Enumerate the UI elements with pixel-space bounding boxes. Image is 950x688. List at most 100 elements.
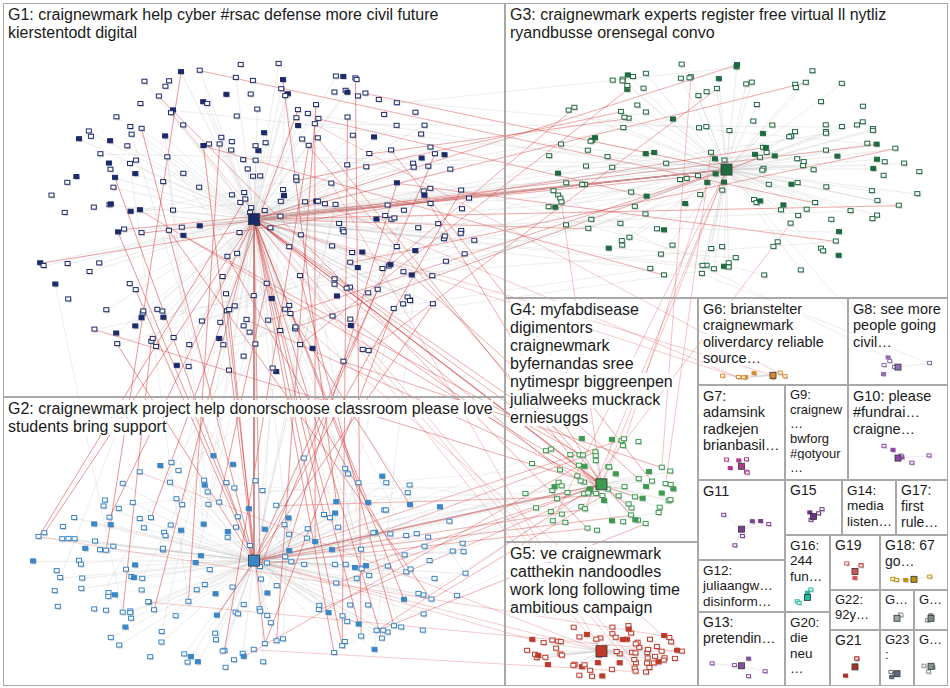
- vertex-marker: [408, 567, 413, 571]
- vertex-marker: [870, 128, 875, 132]
- edge-line: [561, 651, 602, 654]
- edge-line: [532, 640, 601, 651]
- vertex-marker: [422, 544, 427, 548]
- vertex-marker: [795, 157, 800, 161]
- vertex-marker: [621, 126, 626, 130]
- intergroup-edge: [142, 170, 727, 234]
- vertex-marker: [696, 174, 701, 178]
- vertex-marker: [225, 254, 230, 258]
- edge-line: [130, 219, 254, 284]
- vertex-marker: [137, 470, 142, 474]
- vertex-marker: [881, 173, 886, 177]
- edge-line: [197, 561, 254, 591]
- vertex-marker: [697, 126, 702, 130]
- vertex-marker: [133, 563, 138, 567]
- edge-line: [74, 518, 254, 561]
- vertex-marker: [334, 500, 339, 504]
- vertex-marker: [54, 569, 59, 573]
- edge-line: [727, 170, 851, 212]
- edge-line: [602, 651, 647, 672]
- vertex-marker: [66, 536, 71, 540]
- vertex-marker: [407, 483, 412, 487]
- vertex-marker: [644, 194, 649, 198]
- vertex-marker: [235, 515, 240, 519]
- vertex-marker: [274, 584, 279, 588]
- vertex-marker: [300, 137, 305, 141]
- vertex-marker: [198, 554, 203, 558]
- vertex-marker: [53, 282, 58, 286]
- vertex-marker: [92, 607, 97, 611]
- vertex-marker: [408, 299, 413, 303]
- intergroup-edge: [379, 100, 877, 145]
- vertex-marker: [104, 608, 109, 612]
- vertex-marker: [114, 331, 119, 335]
- vertex-marker: [141, 309, 146, 313]
- vertex-marker: [294, 175, 299, 179]
- vertex-marker: [106, 594, 111, 598]
- vertex-marker: [458, 231, 463, 235]
- hub-vertex: [249, 555, 260, 566]
- intergroup-edge: [254, 154, 435, 560]
- vertex-marker: [443, 259, 448, 263]
- edge-line: [131, 561, 254, 619]
- vertex-marker: [902, 161, 907, 165]
- vertex-marker: [687, 76, 692, 80]
- vertex-marker: [329, 181, 334, 185]
- vertex-marker: [413, 110, 418, 114]
- intergroup-edge: [254, 219, 255, 560]
- vertex-marker: [258, 609, 263, 613]
- edge-layer: [33, 64, 933, 678]
- vertex-marker: [696, 94, 701, 98]
- edge-line: [727, 170, 872, 192]
- vertex-marker: [450, 549, 455, 553]
- vertex-marker: [551, 189, 556, 193]
- intergroup-edge: [254, 170, 727, 220]
- vertex-marker: [127, 282, 132, 286]
- vertex-marker: [585, 148, 590, 152]
- vertex-marker: [833, 239, 838, 243]
- vertex-marker: [206, 502, 211, 506]
- vertex-marker: [128, 161, 133, 165]
- vertex-marker: [86, 129, 91, 133]
- intergroup-edge: [335, 242, 836, 280]
- vertex-marker: [810, 69, 815, 73]
- vertex-marker: [152, 608, 157, 612]
- vertex-marker: [117, 643, 122, 647]
- vertex-marker: [179, 225, 184, 229]
- vertex-marker: [221, 343, 226, 347]
- vertex-marker: [359, 547, 364, 551]
- intergroup-edge: [131, 170, 727, 212]
- vertex-marker: [217, 142, 222, 146]
- vertex-marker: [619, 239, 624, 243]
- vertex-marker: [332, 90, 337, 94]
- intergroup-edge: [182, 219, 254, 505]
- vertex-marker: [333, 74, 338, 78]
- vertex-marker: [622, 115, 627, 119]
- vertex-marker: [763, 145, 768, 149]
- intergroup-edge: [254, 219, 714, 269]
- vertex-marker: [566, 108, 571, 112]
- vertex-marker: [392, 624, 397, 628]
- edge-line: [602, 472, 649, 484]
- vertex-marker: [787, 135, 792, 139]
- vertex-marker: [262, 208, 267, 212]
- vertex-marker: [310, 346, 315, 350]
- intergroup-edge: [142, 321, 268, 579]
- vertex-marker: [429, 597, 434, 601]
- vertex-marker: [332, 562, 337, 566]
- vertex-marker: [78, 562, 83, 566]
- vertex-marker: [713, 157, 718, 161]
- vertex-marker: [416, 226, 421, 230]
- vertex-marker: [366, 348, 371, 352]
- vertex-marker: [133, 172, 138, 176]
- vertex-marker: [670, 243, 675, 247]
- vertex-marker: [760, 168, 765, 172]
- vertex-marker: [629, 190, 634, 194]
- intergroup-edge: [254, 219, 338, 528]
- vertex-marker: [343, 562, 348, 566]
- vertex-marker: [148, 655, 153, 659]
- edge-line: [254, 93, 347, 219]
- vertex-marker: [220, 275, 225, 279]
- vertex-marker: [181, 171, 186, 175]
- edge-line: [727, 83, 806, 170]
